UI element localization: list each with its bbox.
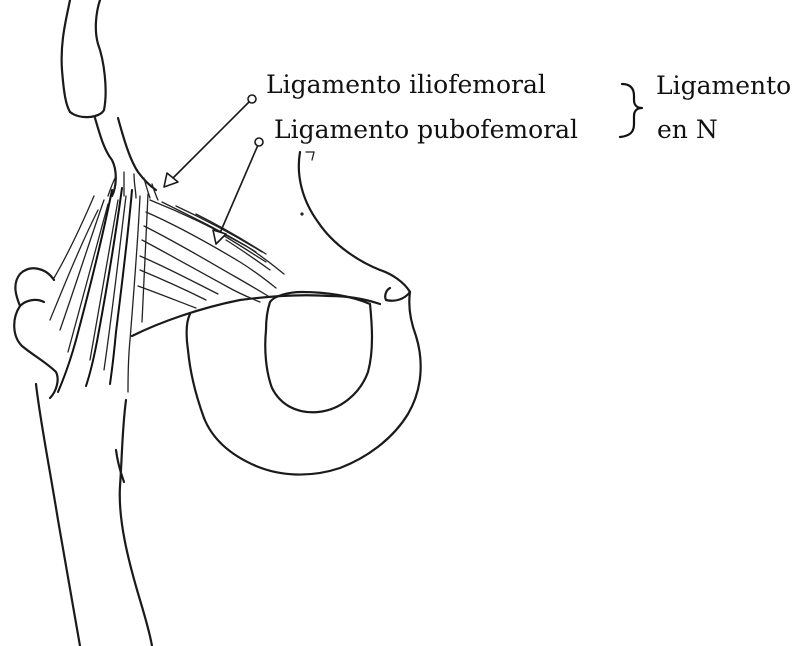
iliofemoral-pointer — [164, 95, 256, 187]
pubofemoral-arrowhead-icon — [213, 230, 226, 244]
iliofemoral-pin-icon — [248, 95, 256, 103]
group-label-line2: en N — [657, 115, 718, 144]
iliofemoral-ligament-fibers — [50, 172, 158, 392]
iliofemoral-label: Ligamento iliofemoral — [266, 70, 546, 99]
greater-trochanter-outline — [14, 268, 57, 398]
pubofemoral-label: Ligamento pubofemoral — [274, 115, 578, 144]
group-label-line1: Ligamento — [656, 71, 791, 100]
pubofemoral-pin-icon — [255, 138, 263, 146]
femur-outline — [36, 384, 152, 646]
grouping-brace — [620, 84, 642, 137]
ilium-outline — [62, 0, 156, 196]
pubis-outline — [132, 152, 421, 475]
pubofemoral-ligament-fibers — [138, 200, 284, 308]
